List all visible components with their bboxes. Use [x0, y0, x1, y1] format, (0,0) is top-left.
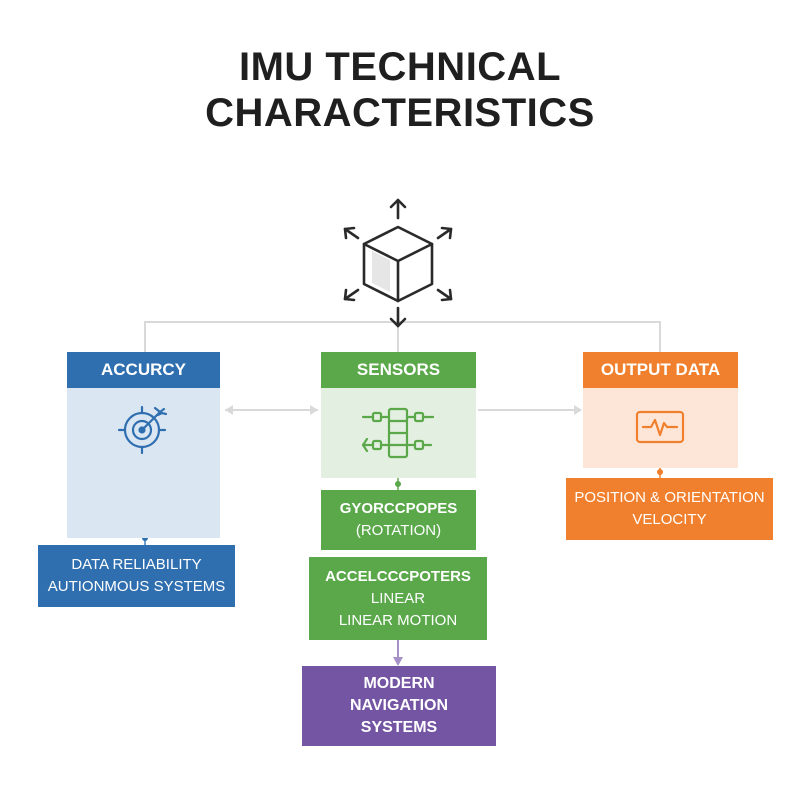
accuracy-header: ACCURCY: [67, 352, 220, 388]
sensors-header-label: SENSORS: [356, 360, 441, 379]
navigation-line-1: MODERN: [363, 675, 435, 692]
gyroscopes-box: GYORCCPOPES (ROTATION): [321, 490, 476, 550]
title-line-2: CHARACTERISTICS: [205, 91, 595, 135]
accuracy-header-label: ACCURCY: [101, 360, 186, 379]
navigation-box: MODERN NAVIGATION SYSTEMS: [302, 666, 496, 746]
output-panel: [583, 388, 738, 468]
title-line-1: IMU TECHNICAL: [238, 45, 562, 89]
accuracy-detail-line-2: AUTIONMOUS SYSTEMS: [47, 578, 226, 595]
sensor-array-icon: [361, 407, 435, 459]
page-title: IMU TECHNICAL CHARACTERISTICS: [0, 44, 800, 136]
output-header: OUTPUT DATA: [583, 352, 738, 388]
sensors-panel: [321, 388, 476, 478]
gyroscopes-line-1: GYORCCPOPES: [339, 500, 458, 517]
cube-with-arrows-icon: [343, 198, 453, 328]
output-detail-line-1: POSITION & ORIENTATION: [574, 489, 765, 506]
gyroscopes-line-2: (ROTATION): [355, 522, 442, 539]
accuracy-detail-box: DATA RELIABILITY AUTIONMOUS SYSTEMS: [38, 545, 235, 607]
target-icon: [117, 405, 168, 455]
accuracy-panel: [67, 388, 220, 538]
accelerometers-line-2: LINEAR: [370, 589, 426, 607]
accelerometers-line-3: LINEAR MOTION: [338, 611, 458, 629]
waveform-monitor-icon: [635, 410, 685, 444]
output-detail-box: POSITION & ORIENTATION VELOCITY: [566, 478, 773, 540]
output-header-label: OUTPUT DATA: [600, 360, 721, 379]
accuracy-detail-line-1: DATA RELIABILITY: [71, 556, 202, 573]
navigation-line-3: SYSTEMS: [360, 719, 438, 736]
output-detail-line-2: VELOCITY: [632, 511, 707, 528]
sensors-header: SENSORS: [321, 352, 476, 388]
accelerometers-line-1: ACCELCCCPOTERS: [325, 567, 471, 585]
accelerometers-box: ACCELCCCPOTERS LINEAR LINEAR MOTION: [309, 557, 487, 640]
navigation-line-2: NAVIGATION: [349, 697, 449, 714]
